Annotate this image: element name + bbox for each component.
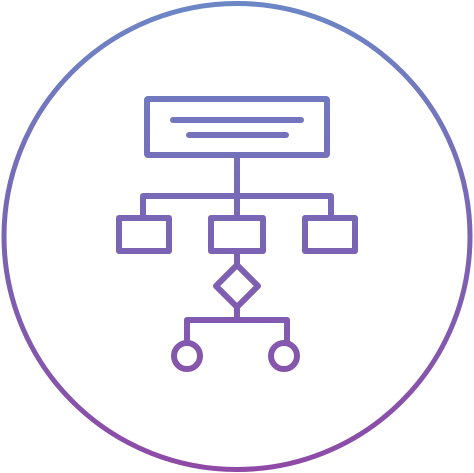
branch-connector <box>140 193 334 221</box>
header-box <box>144 96 330 158</box>
terminal-node-right <box>268 340 300 372</box>
child-box-center <box>208 215 266 254</box>
decision-diamond-icon <box>213 262 261 310</box>
lower-branch-connector <box>184 317 290 346</box>
terminal-node-left <box>171 340 203 372</box>
child-box-right <box>302 215 358 254</box>
child-box-left <box>116 215 172 254</box>
